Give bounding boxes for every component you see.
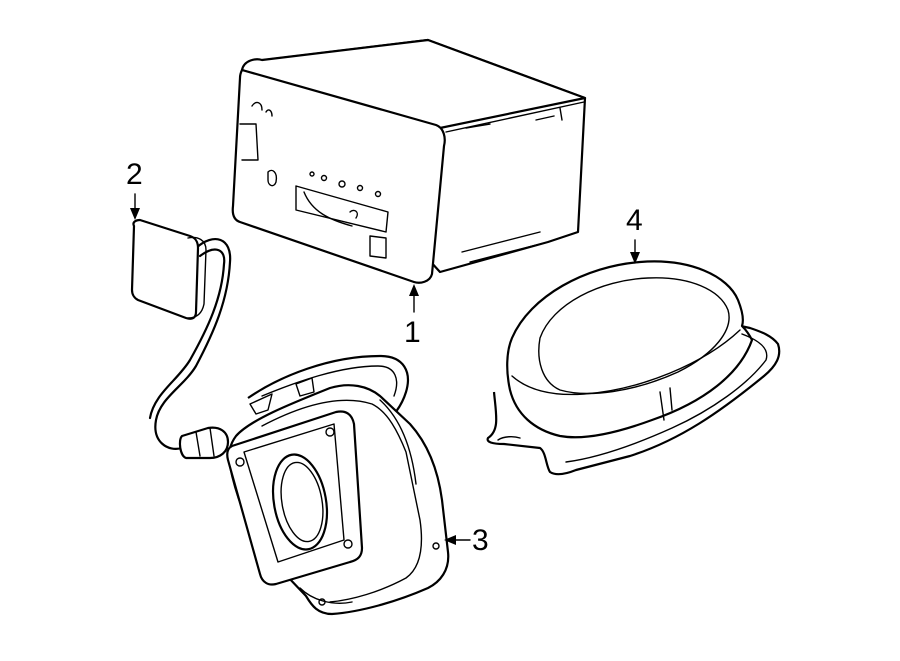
callout-1: 1 (404, 284, 421, 349)
callout-label-1: 1 (404, 316, 421, 349)
screw-hole (235, 457, 245, 467)
callout-3: 3 (444, 524, 489, 557)
callout-label-2: 2 (126, 158, 143, 191)
screw-hole (325, 427, 335, 437)
callout-label-4: 4 (626, 204, 643, 237)
callout-4: 4 (626, 204, 643, 264)
callout-label-3: 3 (472, 524, 489, 557)
callout-2: 2 (126, 158, 143, 220)
part-3-speaker-assembly (226, 354, 450, 616)
screw-hole (432, 542, 440, 550)
screw-hole (343, 539, 353, 549)
arrow-up-icon (409, 284, 419, 296)
part-2-antenna-module (130, 218, 232, 460)
part-4-speaker-cover (486, 260, 781, 476)
arrow-down-icon (630, 252, 640, 264)
arrow-down-icon (130, 208, 140, 220)
arrow-left-icon (444, 535, 456, 545)
part-1-radio-unit (231, 38, 587, 284)
